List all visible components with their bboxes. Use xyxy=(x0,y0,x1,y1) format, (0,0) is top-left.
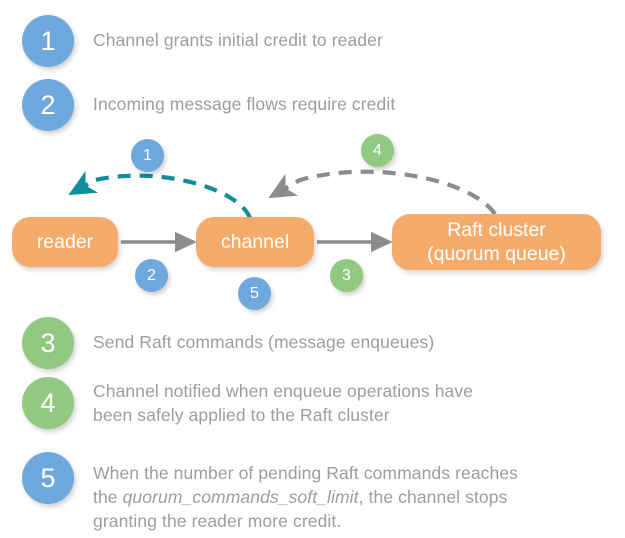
legend-bullet-4: 4 xyxy=(22,377,74,429)
legend-bullet-3: 3 xyxy=(22,317,74,369)
legend-text-5-before: When the number of pending Raft commands… xyxy=(93,463,519,507)
marker-1: 1 xyxy=(131,139,164,172)
legend-text-1: Channel grants initial credit to reader xyxy=(93,30,383,50)
edge-raft-to-channel xyxy=(268,169,497,216)
marker-4: 4 xyxy=(361,134,394,167)
edge-channel-to-reader xyxy=(68,170,252,219)
legend-text-2: Incoming message flows require credit xyxy=(93,94,396,114)
node-channel[interactable]: channel xyxy=(196,217,314,267)
node-raft-cluster[interactable]: Raft cluster (quorum queue) xyxy=(392,214,601,270)
legend-text-4: Channel notified when enqueue operations… xyxy=(93,381,474,425)
legend-bullet-2: 2 xyxy=(22,79,74,131)
legend-text-3: Send Raft commands (message enqueues) xyxy=(93,332,435,352)
legend-text-5-after: , the channel stops granting the reader … xyxy=(93,487,508,531)
legend-text-5-italic-term: quorum_commands_soft_limit xyxy=(122,487,359,507)
legend-bullet-5: 5 xyxy=(22,452,74,504)
marker-5: 5 xyxy=(238,277,271,310)
legend-text-5: When the number of pending Raft commands… xyxy=(93,437,618,533)
legend-bullet-1: 1 xyxy=(22,15,74,67)
node-reader[interactable]: reader xyxy=(12,217,118,267)
marker-3: 3 xyxy=(330,259,363,292)
marker-2: 2 xyxy=(135,259,168,292)
